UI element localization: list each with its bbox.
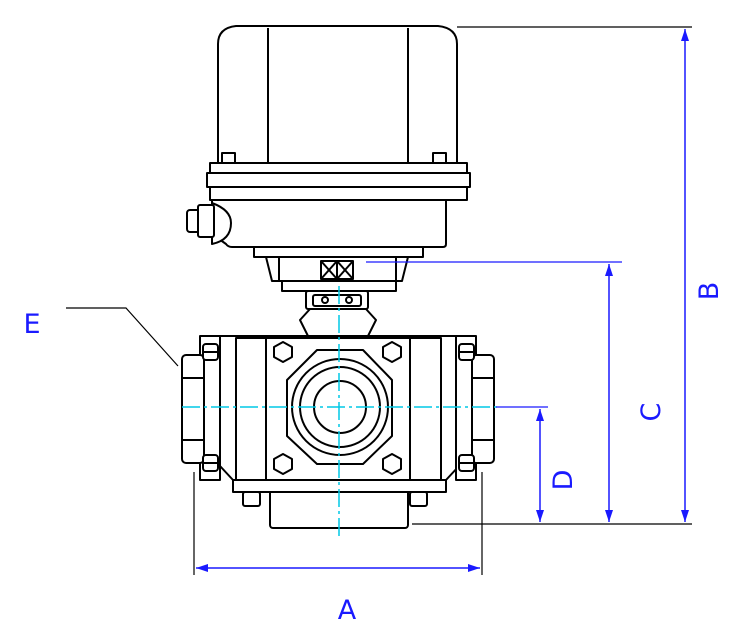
hex-bolt-top-right xyxy=(382,341,402,363)
valve-body xyxy=(181,335,495,529)
dim-c-arrow-top xyxy=(605,264,613,276)
label-d: D xyxy=(548,470,579,491)
coupling-cross-2 xyxy=(320,260,338,280)
dim-c-arrow-bottom xyxy=(605,510,613,522)
bottom-bolt-left xyxy=(242,491,261,507)
label-a: A xyxy=(338,595,357,626)
dim-d-arrow-bottom xyxy=(536,510,544,522)
hex-bolt-bottom-right xyxy=(382,453,402,475)
coupling-cross-4 xyxy=(336,260,354,280)
bottom-bolt-right xyxy=(409,491,428,507)
yoke-window xyxy=(312,294,362,307)
actuator xyxy=(186,25,471,337)
hex-bolt-bottom-left xyxy=(273,453,293,475)
dim-a-arrow-right xyxy=(468,564,480,572)
dimension-labels: A B C D E xyxy=(23,282,725,626)
yoke-bolt-right xyxy=(345,296,353,304)
leader-e xyxy=(66,307,179,367)
dim-d-arrow-top xyxy=(536,409,544,421)
actuator-flange-middle xyxy=(206,172,471,188)
actuator-boss-left xyxy=(221,152,236,164)
label-b: B xyxy=(694,282,725,301)
actuator-housing xyxy=(217,25,458,169)
dim-a-arrow-left xyxy=(196,564,208,572)
actuator-flange-bottom xyxy=(209,186,468,201)
actuator-gearbox xyxy=(211,199,447,248)
left-end-thread xyxy=(181,354,205,464)
stem-neck xyxy=(299,308,377,337)
actuator-base-plate xyxy=(253,246,424,258)
dim-b-arrow-top xyxy=(681,29,689,41)
label-e: E xyxy=(23,309,40,340)
right-end-thread xyxy=(471,354,495,464)
yoke-bolt-left xyxy=(321,296,329,304)
hex-bolt-top-left xyxy=(273,341,293,363)
centerlines xyxy=(182,286,500,538)
dim-b-arrow-bottom xyxy=(681,510,689,522)
actuator-flange-top xyxy=(209,162,468,174)
label-c: C xyxy=(636,403,667,422)
dimensions xyxy=(66,26,692,575)
actuator-boss-right xyxy=(432,152,447,164)
actuator-side-bulge xyxy=(211,202,232,245)
cable-gland-nut xyxy=(197,204,215,238)
